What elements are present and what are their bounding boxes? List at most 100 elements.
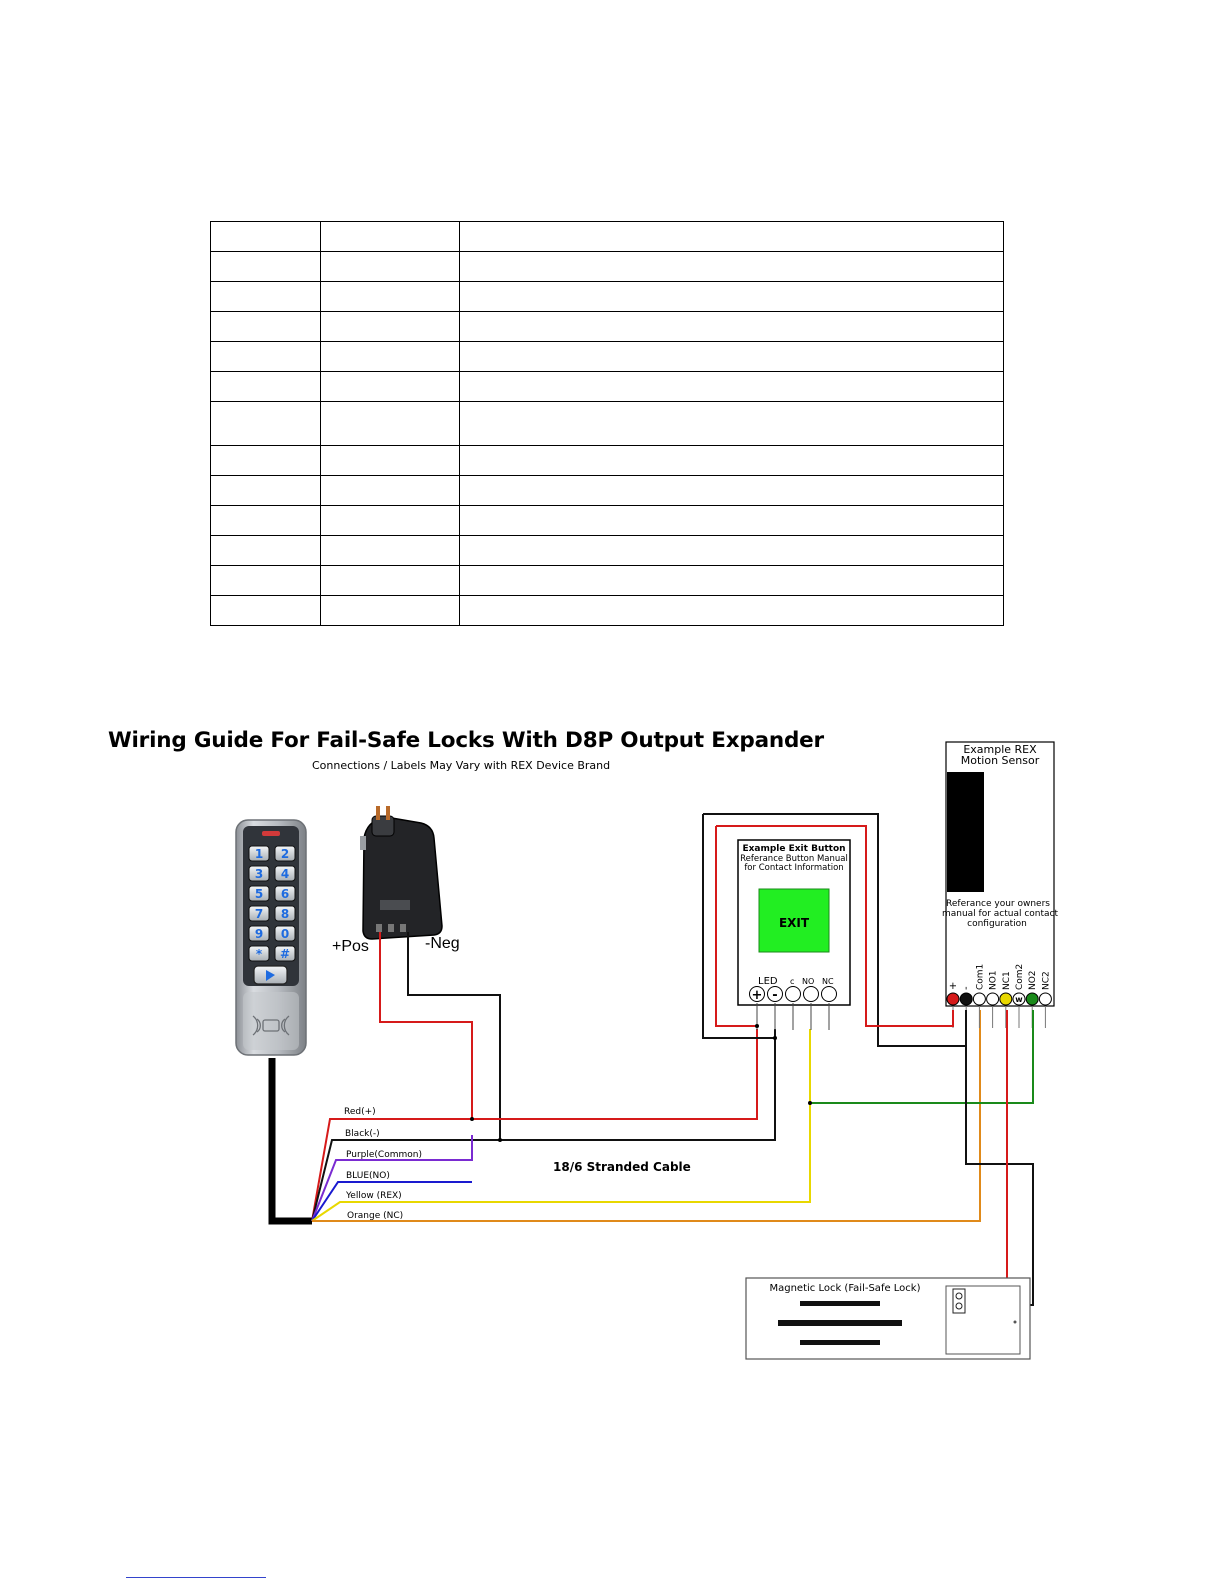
table-row xyxy=(210,311,1004,342)
table-cell xyxy=(320,535,460,566)
keypad-key xyxy=(248,925,270,942)
table-cell xyxy=(459,311,1004,342)
keypad-key-label: # xyxy=(280,947,290,961)
power-loop-red-left xyxy=(715,826,757,1027)
exit-led-label: LED xyxy=(758,976,778,987)
keypad-key-label: 4 xyxy=(281,867,289,881)
diagram-title: Wiring Guide For Fail-Safe Locks With D8… xyxy=(108,728,824,753)
table-cell xyxy=(459,221,1004,252)
rex-heading-1: Example REX xyxy=(963,743,1037,756)
keypad-key-label: 3 xyxy=(255,867,263,881)
rex-terminal-label: - xyxy=(961,986,972,990)
keypad-key xyxy=(274,845,296,862)
rex-terminal-label: Com2 xyxy=(1015,964,1025,990)
keypad-key xyxy=(248,905,270,922)
rex-terminal xyxy=(986,992,1000,1006)
green-rex-wire xyxy=(810,1010,1034,1104)
junction-dot xyxy=(755,1024,759,1028)
wire-label-black: Black(-) xyxy=(345,1129,380,1139)
table-row xyxy=(210,341,1004,372)
psu-neg-label: -Neg xyxy=(425,935,460,952)
rex-terminal xyxy=(1025,992,1039,1006)
psu-black-wire xyxy=(407,932,501,1140)
wire-label-orange: Orange (NC) xyxy=(347,1211,403,1221)
wire-yellow xyxy=(311,1029,811,1222)
exit-c-label: c xyxy=(790,977,794,986)
table-cell xyxy=(210,505,321,536)
exit-green-button xyxy=(758,888,830,953)
rex-terminal xyxy=(946,992,960,1006)
rex-note-2: manual for actual contact xyxy=(942,909,1059,919)
exit-nc-label: NC xyxy=(822,977,834,986)
keypad-led-icon xyxy=(262,831,280,836)
table-cell xyxy=(320,475,460,506)
keypad-key xyxy=(274,865,296,882)
psu-pos-label: +Pos xyxy=(332,938,369,955)
table-row xyxy=(210,475,1004,506)
power-loop-black-left xyxy=(702,814,775,1039)
table-cell xyxy=(459,595,1004,626)
wire-label-blue: BLUE(NO) xyxy=(346,1171,390,1181)
rex-sensor-device: Example REX Motion Sensor Referance your… xyxy=(942,741,1059,1028)
keypad-key-label: 7 xyxy=(255,907,263,921)
table-cell xyxy=(459,341,1004,372)
table-body xyxy=(210,221,1004,626)
rex-heading-2: Motion Sensor xyxy=(961,754,1040,767)
table-row xyxy=(210,595,1004,626)
diagram-subtitle: Connections / Labels May Vary with REX D… xyxy=(312,759,611,772)
mag-lock-label: Magnetic Lock (Fail-Safe Lock) xyxy=(769,1283,920,1294)
rex-terminal xyxy=(972,992,986,1006)
keypad-key xyxy=(248,885,270,902)
junction-dot xyxy=(808,1101,812,1105)
table-cell xyxy=(210,401,321,446)
exit-button-label: EXIT xyxy=(779,916,810,930)
wire-label-yellow: Yellow (REX) xyxy=(345,1191,402,1201)
junction-dot xyxy=(498,1138,502,1142)
table-cell xyxy=(210,595,321,626)
table-row xyxy=(210,281,1004,312)
power-loop-black xyxy=(703,813,967,1047)
power-supply xyxy=(360,806,443,940)
rex-terminal xyxy=(999,992,1013,1006)
exit-button-device: Example Exit Button Referance Button Man… xyxy=(737,839,851,1030)
table-cell xyxy=(320,341,460,372)
keypad-key-label: 6 xyxy=(281,887,289,901)
keypad-key-label: 1 xyxy=(255,847,263,861)
exit-heading: Example Exit Button xyxy=(742,844,845,854)
rex-terminal-label: NO1 xyxy=(989,970,999,990)
rex-terminal-label: NO2 xyxy=(1028,970,1038,990)
keypad-key-label: * xyxy=(256,947,263,961)
rex-note-1: Referance your owners xyxy=(946,899,1050,909)
keypad-key xyxy=(274,925,296,942)
psu-red-wire xyxy=(379,932,473,1119)
keypad-cable xyxy=(268,1058,312,1225)
rfid-icon xyxy=(252,1015,290,1036)
exit-no-label: NO xyxy=(802,977,814,986)
table-row xyxy=(210,535,1004,566)
cable-label: 18/6 Stranded Cable xyxy=(553,1160,691,1174)
rex-w-label: w xyxy=(1015,995,1023,1004)
exit-terminal-minus: - xyxy=(772,988,777,1003)
table-cell xyxy=(459,281,1004,312)
wire-labels: Red(+) Black(-) Purple(Common) BLUE(NO) … xyxy=(344,1107,422,1221)
keypad-key-label: 8 xyxy=(281,907,289,921)
bell-icon xyxy=(266,970,275,981)
cable-wires xyxy=(311,1010,981,1222)
rex-terminal xyxy=(1012,992,1026,1006)
keypad-key xyxy=(248,865,270,882)
exit-terminal-plus: + xyxy=(752,988,763,1003)
red-mag-wire xyxy=(965,1010,1008,1294)
exit-ref-1: Referance Button Manual xyxy=(740,854,848,864)
table-cell xyxy=(459,251,1004,282)
wire-blue xyxy=(311,1181,472,1222)
rex-terminal-label: + xyxy=(948,982,959,990)
rex-terminal xyxy=(1038,992,1052,1006)
rex-terminal-label: NC1 xyxy=(1002,971,1012,990)
table-cell xyxy=(320,595,460,626)
black-mag-wire xyxy=(965,1046,1034,1306)
wire-black xyxy=(311,1029,776,1222)
